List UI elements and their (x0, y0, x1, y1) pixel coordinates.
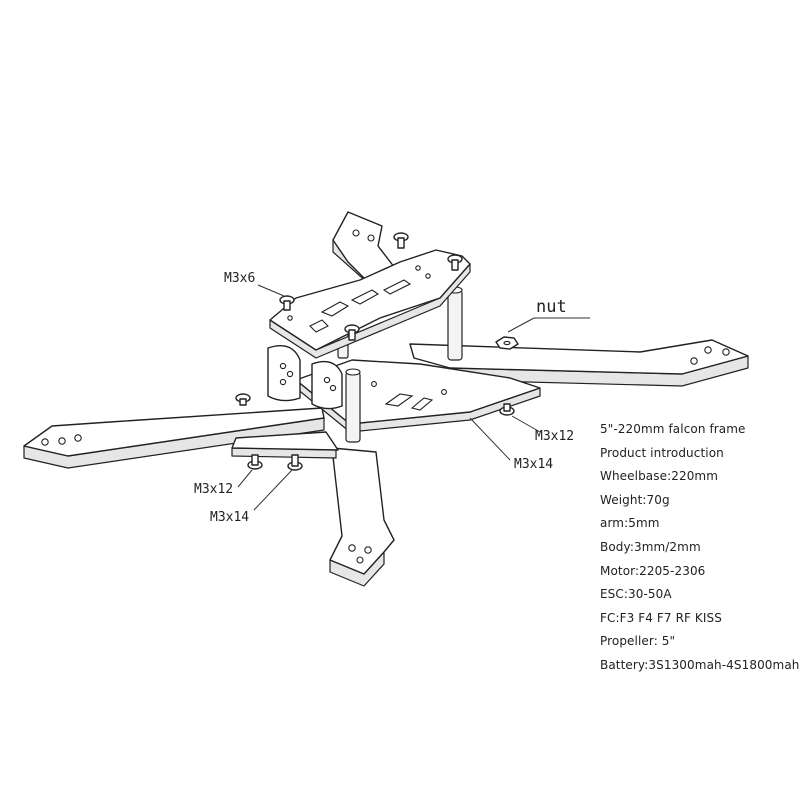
callout-m3x6: M3x6 (224, 271, 255, 286)
spec-arm: arm:5mm (600, 516, 660, 531)
spec-intro: Product introduction (600, 445, 724, 460)
spec-motor: Motor:2205-2306 (600, 563, 706, 578)
spec-list: 5"-220mm falcon frame Product introducti… (600, 418, 800, 678)
screws (235, 232, 519, 471)
nut-icon (495, 336, 519, 350)
screw-m3x12-left-icon (247, 454, 263, 470)
screw-m3x14-left-icon (287, 454, 303, 471)
screw-arm-left-icon (235, 393, 251, 406)
spec-weight: Weight:70g (600, 492, 670, 507)
lower-arm-plate (231, 431, 339, 459)
spec-esc: ESC:30-50A (600, 587, 672, 602)
spec-propeller: Propeller: 5" (600, 634, 676, 649)
callout-nut: nut (536, 297, 567, 317)
callout-m3x14-left: M3x14 (210, 510, 249, 525)
spec-battery: Battery:3S1300mah-4S1800mah (600, 657, 800, 672)
leader-lines (237, 284, 590, 511)
screw-m3x12-right-icon (499, 403, 515, 416)
spec-wheelbase: Wheelbase:220mm (600, 469, 719, 484)
callout-m3x14-right: M3x14 (514, 457, 553, 472)
camera-mounts (267, 345, 343, 410)
arm-right (409, 339, 749, 387)
spec-fc: FC:F3 F4 F7 RF KISS (600, 610, 722, 625)
screw-m3x6-icon (279, 295, 295, 311)
arm-front-down (329, 447, 395, 587)
screw-top-icon (344, 232, 463, 341)
callout-m3x12-right: M3x12 (535, 429, 574, 444)
arm-left (23, 407, 325, 469)
spec-title: 5"-220mm falcon frame (600, 422, 746, 436)
spec-body: Body:3mm/2mm (600, 539, 701, 554)
top-plate (269, 249, 471, 359)
callout-m3x12-left: M3x12 (194, 482, 233, 497)
